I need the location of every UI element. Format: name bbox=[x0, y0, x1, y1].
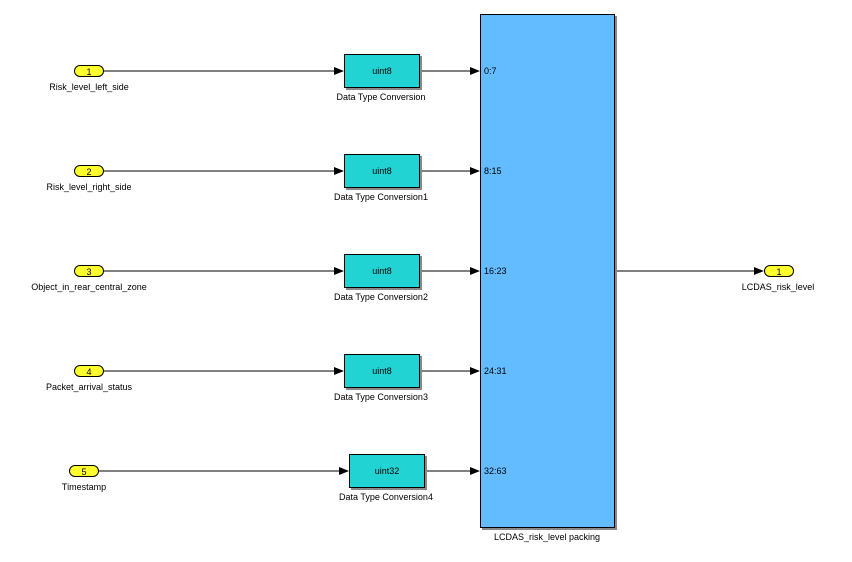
conversion-block-label: Data Type Conversion4 bbox=[339, 492, 433, 502]
bit-range-label: 0:7 bbox=[484, 66, 497, 76]
data-type-conversion-block[interactable]: uint8 bbox=[344, 54, 420, 88]
conversion-type: uint8 bbox=[372, 66, 392, 76]
inport-5[interactable]: 5 bbox=[69, 465, 99, 477]
data-type-conversion-block[interactable]: uint8 bbox=[344, 154, 420, 188]
inport-3-label: Object_in_rear_central_zone bbox=[31, 282, 147, 292]
conversion-block-label: Data Type Conversion2 bbox=[334, 292, 428, 302]
inport-1[interactable]: 1 bbox=[74, 65, 104, 77]
conversion-type: uint8 bbox=[372, 166, 392, 176]
bit-range-label: 24:31 bbox=[484, 366, 507, 376]
packing-block[interactable]: 0:7 8:15 16:23 24:31 32:63 bbox=[480, 14, 615, 528]
packing-block-label: LCDAS_risk_level packing bbox=[493, 532, 601, 542]
data-type-conversion-block[interactable]: uint8 bbox=[344, 354, 420, 388]
data-type-conversion-block[interactable]: uint8 bbox=[344, 254, 420, 288]
arrow-head-icon bbox=[470, 467, 480, 475]
data-type-conversion-block[interactable]: uint32 bbox=[349, 454, 425, 488]
arrow-head-icon bbox=[334, 167, 344, 175]
arrow-head-icon bbox=[470, 267, 480, 275]
conversion-block-label: Data Type Conversion1 bbox=[334, 192, 428, 202]
arrow-head-icon bbox=[334, 267, 344, 275]
inport-1-label: Risk_level_left_side bbox=[49, 82, 129, 92]
inport-2-label: Risk_level_right_side bbox=[46, 182, 132, 192]
conversion-block-label: Data Type Conversion3 bbox=[334, 392, 428, 402]
bit-range-label: 32:63 bbox=[484, 466, 507, 476]
arrow-head-icon bbox=[470, 367, 480, 375]
inport-4[interactable]: 4 bbox=[74, 365, 104, 377]
arrow-head-icon bbox=[754, 267, 764, 275]
arrow-head-icon bbox=[470, 167, 480, 175]
arrow-head-icon bbox=[334, 367, 344, 375]
inport-2[interactable]: 2 bbox=[74, 165, 104, 177]
bit-range-label: 16:23 bbox=[484, 266, 507, 276]
conversion-type: uint8 bbox=[372, 366, 392, 376]
conversion-type: uint32 bbox=[374, 466, 400, 476]
inport-3[interactable]: 3 bbox=[74, 265, 104, 277]
inport-4-label: Packet_arrival_status bbox=[45, 382, 133, 392]
bit-range-label: 8:15 bbox=[484, 166, 502, 176]
inport-5-label: Timestamp bbox=[61, 482, 107, 492]
arrow-head-icon bbox=[334, 67, 344, 75]
arrow-head-icon bbox=[470, 67, 480, 75]
conversion-block-label: Data Type Conversion bbox=[336, 92, 426, 102]
outport-1[interactable]: 1 bbox=[764, 265, 794, 277]
arrow-head-icon bbox=[339, 467, 349, 475]
conversion-type: uint8 bbox=[372, 266, 392, 276]
outport-1-label: LCDAS_risk_level bbox=[741, 282, 815, 292]
